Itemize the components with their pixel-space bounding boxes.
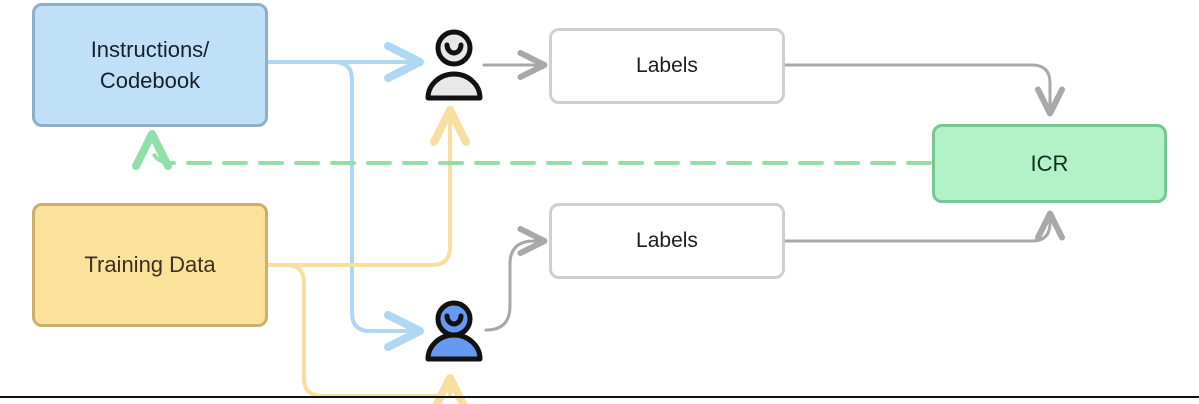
node-icr[interactable]: ICR [932, 124, 1167, 203]
node-labels-bottom-label: Labels [636, 229, 698, 253]
node-instructions-codebook[interactable]: Instructions/ Codebook [32, 3, 268, 127]
edge-icr-feedback [132, 130, 932, 170]
node-training-data[interactable]: Training Data [32, 203, 268, 327]
node-training-data-label: Training Data [84, 252, 216, 278]
edge-labels-bottom-to-icr [783, 210, 1065, 243]
node-instructions-codebook-label: Instructions/ Codebook [90, 36, 210, 93]
node-labels-top[interactable]: Labels [549, 28, 785, 104]
edge-training-to-human [266, 106, 470, 267]
edge-instructions-to-model [266, 60, 424, 351]
model-annotator-icon [425, 300, 483, 362]
bottom-divider [0, 396, 1199, 398]
edge-model-to-labels [484, 226, 548, 332]
node-icr-label: ICR [1030, 150, 1069, 176]
node-labels-bottom[interactable]: Labels [549, 203, 785, 279]
edge-labels-top-to-icr [783, 63, 1065, 117]
human-annotator-icon [425, 29, 483, 101]
node-labels-top-label: Labels [636, 54, 698, 78]
